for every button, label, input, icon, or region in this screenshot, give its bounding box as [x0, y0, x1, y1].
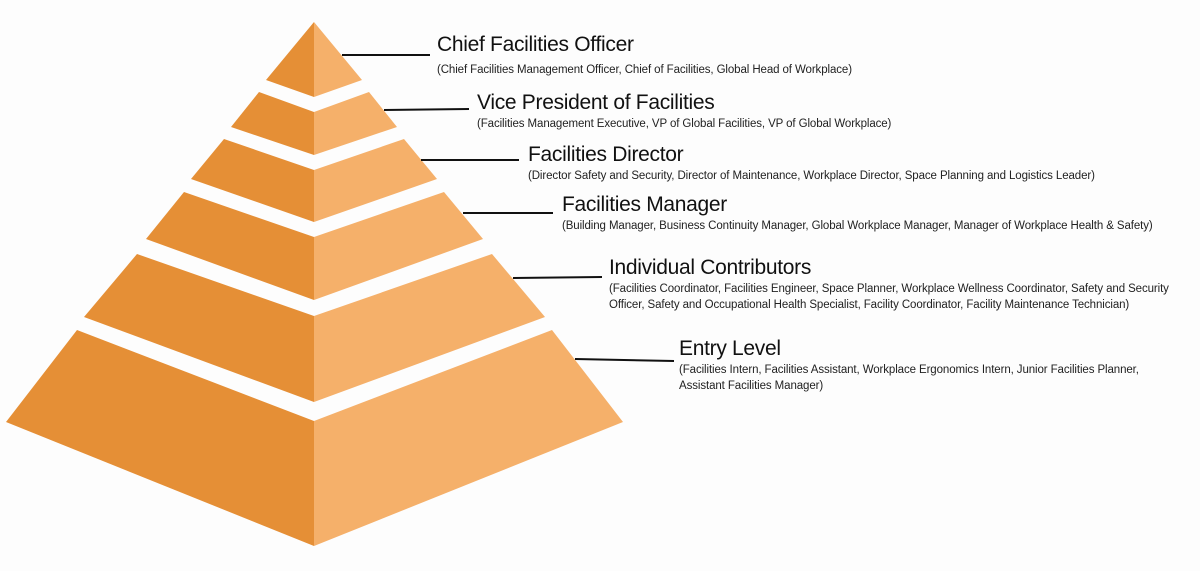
pyramid-tier-1: [266, 22, 362, 97]
tier-1-right-face: [314, 22, 362, 97]
tier-4-right-face: [314, 192, 483, 300]
level-subtitle: (Facilities Management Executive, VP of …: [477, 118, 892, 130]
level-subtitle: (Facilities Coordinator, Facilities Engi…: [609, 283, 1169, 311]
level-title: Individual Contributors: [609, 256, 812, 279]
connector-line-6: [574, 358, 675, 362]
level-label-3: Facilities Director (Director Safety and…: [528, 143, 1200, 184]
tier-1-left-face: [266, 22, 314, 97]
pyramid-tier-6: [6, 330, 623, 546]
tier-2-left-face: [231, 92, 314, 155]
connector-line-5: [512, 276, 603, 279]
level-label-5: Individual Contributors (Facilities Coor…: [609, 256, 1169, 313]
level-title: Facilities Director: [528, 143, 684, 166]
pyramid-tier-3: [191, 139, 437, 222]
level-subtitle: (Building Manager, Business Continuity M…: [562, 220, 1153, 232]
level-subtitle: (Director Safety and Security, Director …: [528, 170, 1095, 182]
pyramid-tier-4: [146, 192, 483, 300]
tier-5-right-face: [314, 254, 545, 402]
level-title: Chief Facilities Officer: [437, 33, 634, 56]
connector-line-2: [383, 108, 470, 111]
pyramid-tier-2: [231, 92, 397, 155]
level-label-4: Facilities Manager (Building Manager, Bu…: [562, 193, 1162, 234]
level-title: Facilities Manager: [562, 193, 727, 216]
tier-3-left-face: [191, 139, 314, 222]
level-title: Vice President of Facilities: [477, 91, 715, 114]
tier-6-left-face: [6, 330, 314, 546]
level-subtitle: (Facilities Intern, Facilities Assistant…: [679, 364, 1139, 392]
tier-2-right-face: [314, 92, 397, 155]
tier-4-left-face: [146, 192, 314, 300]
level-label-6: Entry Level (Facilities Intern, Faciliti…: [679, 337, 1179, 394]
level-subtitle: (Chief Facilities Management Officer, Ch…: [437, 64, 852, 76]
tier-5-left-face: [84, 254, 314, 402]
pyramid-tier-5: [84, 254, 545, 402]
level-label-1: Chief Facilities Officer (Chief Faciliti…: [437, 33, 1037, 78]
level-title: Entry Level: [679, 337, 781, 360]
tier-6-right-face: [314, 330, 623, 546]
tier-3-right-face: [314, 139, 437, 222]
level-label-2: Vice President of Facilities (Facilities…: [477, 91, 1077, 132]
